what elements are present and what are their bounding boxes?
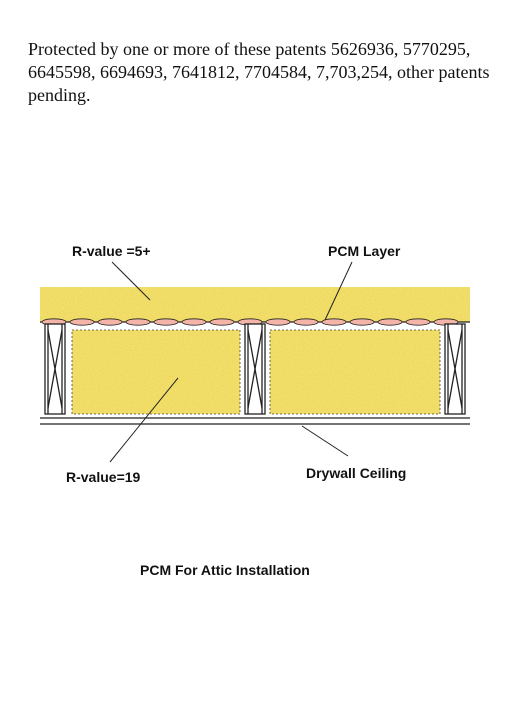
drywall-ceiling [40,417,470,425]
pcm-pouch [321,318,347,326]
caption: PCM For Attic Installation [140,562,310,578]
label-r-value-top: R-value =5+ [72,243,151,259]
cavity-insulation-left [72,330,240,414]
pcm-pouch [349,318,375,326]
top-insulation-layer [40,287,470,322]
leader-r-value-bottom [109,377,179,463]
pcm-pouch [405,318,431,326]
framing [44,323,466,415]
label-r-value-bottom: R-value=19 [66,469,141,485]
pcm-pouch [69,318,95,326]
label-pcm-layer: PCM Layer [328,243,401,259]
cavity-insulation-right [270,330,440,414]
leader-drywall [301,425,349,457]
pcm-pouch [377,318,403,326]
leader-r-value-top [111,261,151,301]
leader-pcm-layer [324,261,353,321]
pcm-pouch [125,318,151,326]
label-drywall: Drywall Ceiling [306,465,406,481]
pcm-pouch [153,318,179,326]
pcm-pouch [209,318,235,326]
pcm-pouch [97,318,123,326]
patent-notice: Protected by one or more of these patent… [28,39,490,105]
pcm-pouch [181,318,207,326]
pcm-layer [40,318,470,326]
pcm-pouch [293,318,319,326]
pcm-pouch [265,318,291,326]
